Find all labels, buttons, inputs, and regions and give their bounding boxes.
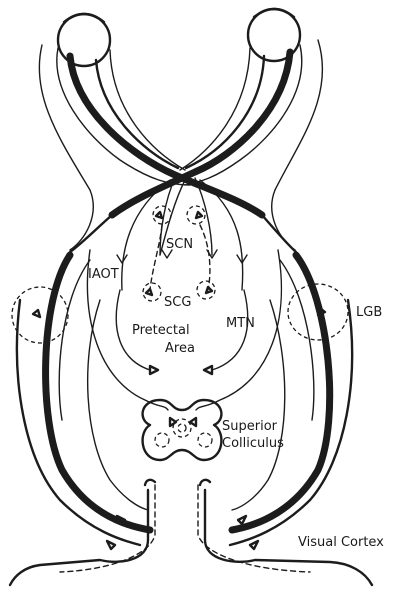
area-label: Area [165,342,195,356]
mtn-label: MTN [226,317,255,331]
colliculus-label: Colliculus [222,437,284,451]
scn-label: SCN [166,238,193,252]
superior-colliculus [143,400,222,460]
pretectal-label: Pretectal [132,324,190,338]
superior-label: Superior [222,420,277,434]
left-eye [58,14,110,66]
visual-cortex-shape [10,480,372,585]
left-radiation [17,255,150,545]
optic-nerves [57,45,302,215]
optic-tracts [39,40,322,252]
scg-label: SCG [164,296,191,310]
visual-cortex-label: Visual Cortex [298,536,384,550]
lgb-label: LGB [356,306,382,320]
right-radiation [230,255,352,545]
scn-nuclei [153,206,205,224]
iaot-label: IAOT [88,268,119,282]
